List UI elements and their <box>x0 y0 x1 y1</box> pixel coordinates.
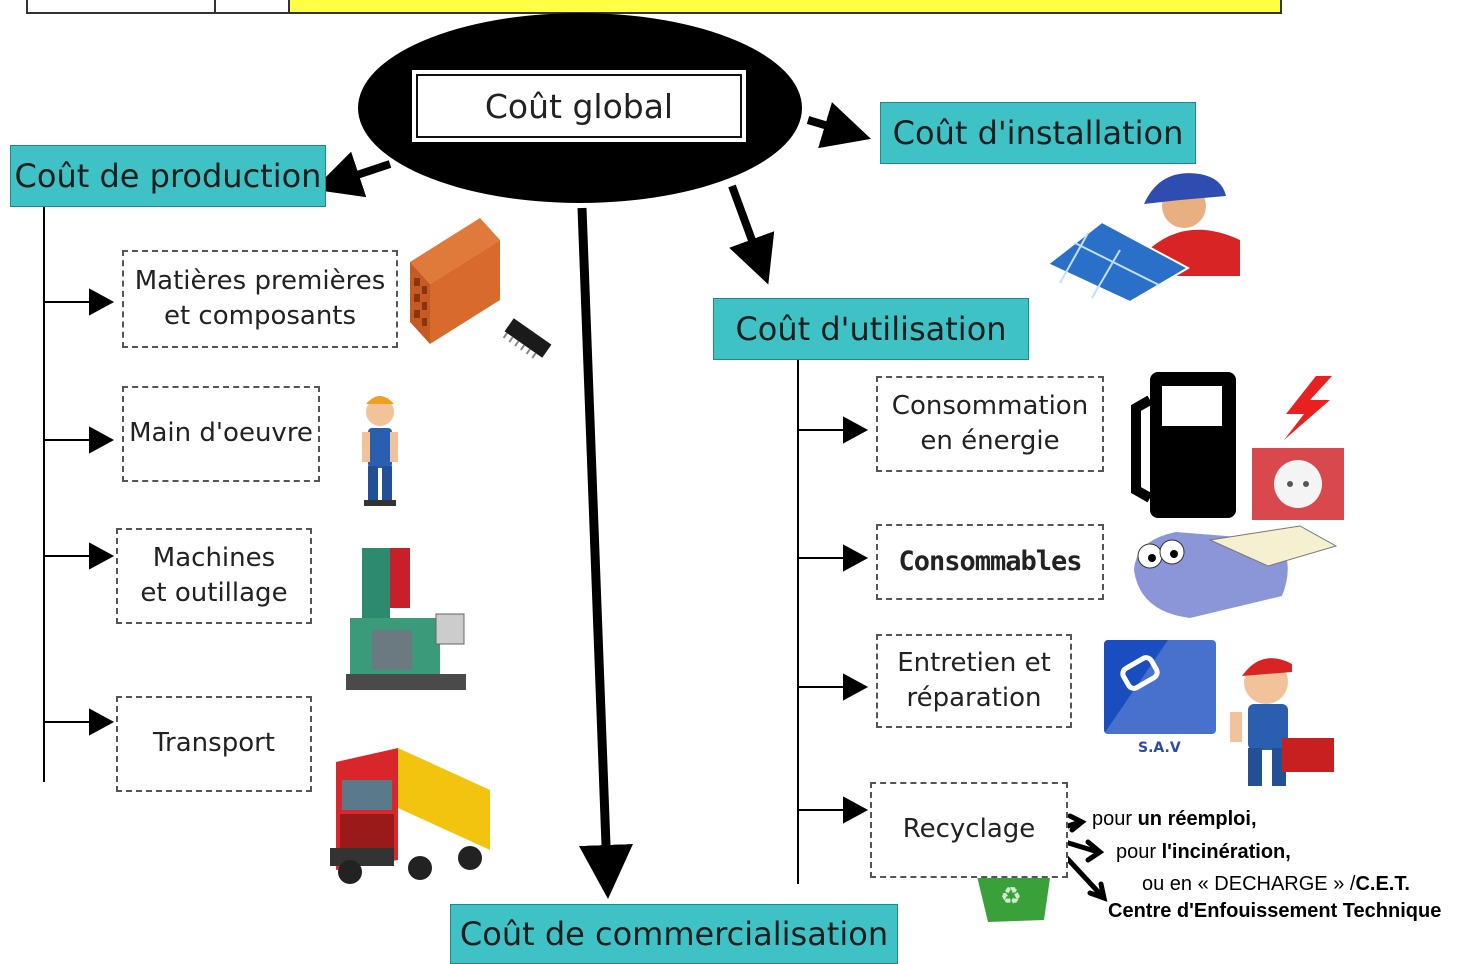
sav-label: S.A.V <box>1138 740 1181 756</box>
recycling-note-landfill: ou en « DECHARGE » /C.E.T. <box>1142 873 1410 895</box>
category-utilisation: Coût d'utilisation <box>713 298 1029 360</box>
arrow-to-production <box>313 151 392 198</box>
lightning-icon <box>1284 376 1332 440</box>
repairman-icon <box>1230 658 1334 786</box>
production-item-transport: Transport <box>116 696 312 792</box>
machine-icon <box>346 548 466 690</box>
recycling-note-incineration: pour l'incinération, <box>1116 841 1291 863</box>
worker-icon <box>362 396 398 506</box>
svg-text:♻: ♻ <box>1000 882 1022 910</box>
header-cell-3 <box>288 0 1282 14</box>
utilisation-item-consumables: Consommables <box>876 524 1104 600</box>
category-installation: Coût d'installation <box>880 102 1196 164</box>
category-commercialisation: Coût de commercialisation <box>450 904 898 964</box>
chip-icon <box>502 318 552 359</box>
utilisation-item-maintenance: Entretien et réparation <box>876 634 1072 728</box>
truck-icon <box>330 748 490 884</box>
production-item-labour: Main d'oeuvre <box>122 386 320 482</box>
central-node-label: Coût global <box>412 70 746 142</box>
utilisation-item-energy: Consommation en énergie <box>876 376 1104 472</box>
utilisation-item-recycling: Recyclage <box>870 782 1068 878</box>
recycling-note-cet: Centre d'Enfouissement Technique <box>1108 900 1442 922</box>
arrow-to-commercialisation <box>577 207 633 899</box>
printer-icon <box>1134 525 1338 618</box>
arrow-to-installation <box>806 102 871 149</box>
production-item-raw-materials: Matières premières et composants <box>122 250 398 348</box>
brick-icon <box>410 218 500 344</box>
production-item-machines: Machines et outillage <box>116 528 312 624</box>
fuel-pump-icon <box>1131 372 1236 518</box>
category-production: Coût de production <box>10 145 326 207</box>
arrow-to-utilisation <box>728 184 775 285</box>
power-socket-icon <box>1252 448 1344 520</box>
recycling-note-reuse: pour un réemploi, <box>1092 808 1257 830</box>
solar-installer-icon <box>1046 173 1240 304</box>
sav-logo-icon <box>1104 640 1216 734</box>
